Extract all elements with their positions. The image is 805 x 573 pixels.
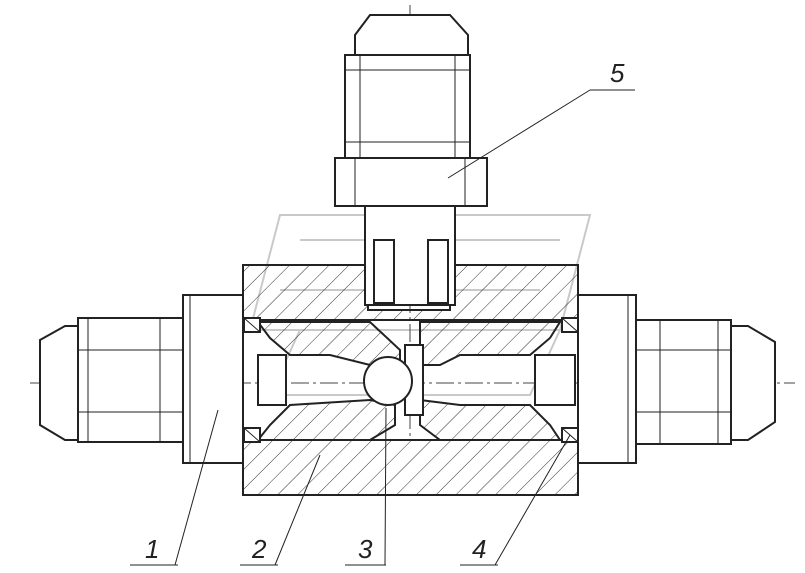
callout-5: 5 [610, 58, 625, 88]
o-rings [243, 317, 579, 443]
leader-lines [130, 89, 635, 566]
right-flare-fitting [577, 294, 776, 464]
callout-1: 1 [145, 534, 159, 564]
callout-2: 2 [251, 534, 267, 564]
callout-4: 4 [472, 534, 486, 564]
check-ball [363, 356, 413, 406]
callout-3: 3 [358, 534, 373, 564]
left-flare-fitting [39, 294, 244, 464]
top-fitting [334, 14, 488, 306]
seat-body [255, 321, 576, 441]
